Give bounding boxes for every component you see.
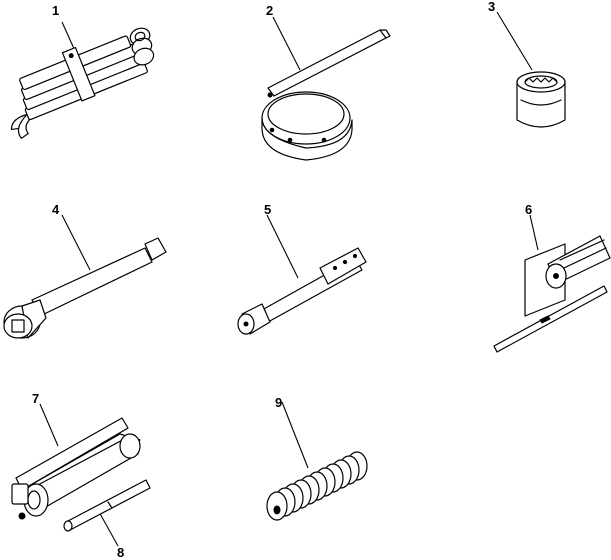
tool-pouch-icon	[11, 403, 141, 520]
pin-punch-icon	[63, 479, 151, 547]
leader-line-6	[529, 214, 539, 251]
combination-wrench-set-icon	[10, 21, 155, 139]
leader-line-2	[272, 16, 301, 71]
callout-9: 9	[275, 395, 283, 410]
screwdriver-icon	[493, 214, 611, 353]
callout-6: 6	[525, 202, 533, 217]
spark-plug-wrench-icon	[237, 214, 367, 335]
callout-5: 5	[264, 202, 272, 217]
coil-spring-icon	[266, 401, 368, 521]
socket-icon	[496, 11, 566, 128]
leader-line-3	[496, 11, 533, 71]
callout-8: 8	[117, 545, 125, 560]
callout-7: 7	[32, 391, 40, 406]
callout-1: 1	[52, 3, 60, 18]
callout-3: 3	[488, 0, 496, 14]
callout-2: 2	[266, 3, 274, 18]
leader-line-8	[97, 509, 119, 547]
leader-line-7	[39, 403, 59, 447]
extension-bar-icon	[3, 214, 167, 339]
leader-line-4	[61, 214, 91, 271]
oil-filter-wrench-icon	[261, 16, 391, 161]
callout-4: 4	[52, 202, 60, 217]
leader-line-9	[281, 401, 309, 469]
leader-line-5	[266, 214, 299, 279]
